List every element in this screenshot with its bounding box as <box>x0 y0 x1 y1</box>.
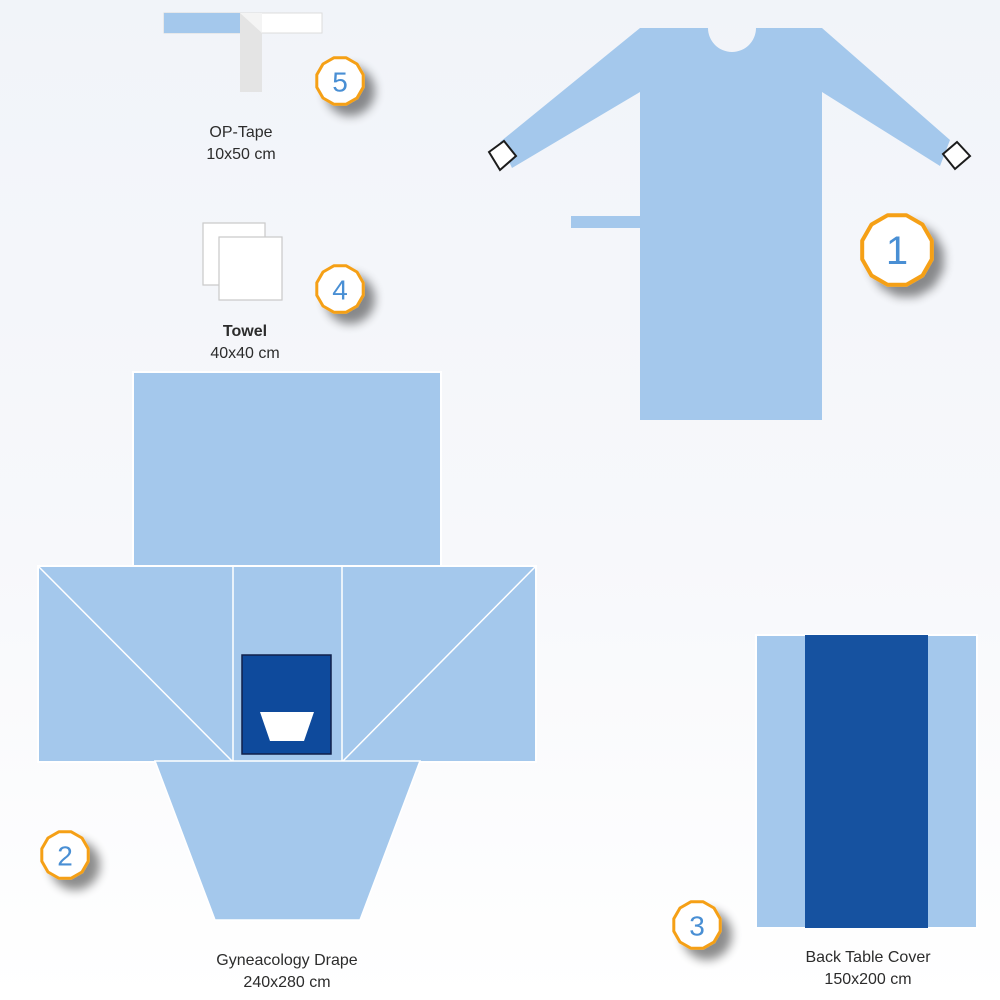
badge-2: 2 <box>40 830 90 880</box>
op-tape-caption: OP-Tape 10x50 cm <box>206 122 275 166</box>
drape-pouch <box>241 654 332 755</box>
towel-caption: Towel 40x40 cm <box>210 321 279 365</box>
badge-number-1: 1 <box>886 229 908 273</box>
badge-number-2: 2 <box>57 841 73 872</box>
back-table-cover-caption: Back Table Cover 150x200 cm <box>805 947 930 991</box>
left-cuff <box>487 139 518 172</box>
back-table-cover-name: Back Table Cover <box>805 949 931 966</box>
towel-name: Towel <box>222 323 268 340</box>
gyneacology-drape-illustration <box>37 371 537 921</box>
badge-number-3: 3 <box>689 911 705 942</box>
gyneacology-drape-name: Gyneacology Drape <box>216 952 358 969</box>
op-tape-size: 10x50 cm <box>206 146 276 163</box>
badge-number-4: 4 <box>332 275 348 306</box>
badge-1: 1 <box>860 213 934 287</box>
badge-3: 3 <box>672 900 722 950</box>
towel-size: 40x40 cm <box>210 345 280 362</box>
towel-illustration <box>202 222 283 301</box>
back-table-cover-illustration <box>755 634 978 929</box>
gyneacology-drape-caption: Gyneacology Drape 240x280 cm <box>216 950 357 994</box>
back-table-cover-size: 150x200 cm <box>824 971 912 988</box>
op-tape-illustration <box>163 12 323 92</box>
gyneacology-drape-size: 240x280 cm <box>243 974 331 991</box>
badge-5: 5 <box>315 56 365 106</box>
right-cuff <box>941 140 972 171</box>
op-tape-name: OP-Tape <box>209 124 273 141</box>
surgical-gown-illustration <box>487 28 972 420</box>
badge-number-5: 5 <box>332 67 348 98</box>
badge-4: 4 <box>315 264 365 314</box>
